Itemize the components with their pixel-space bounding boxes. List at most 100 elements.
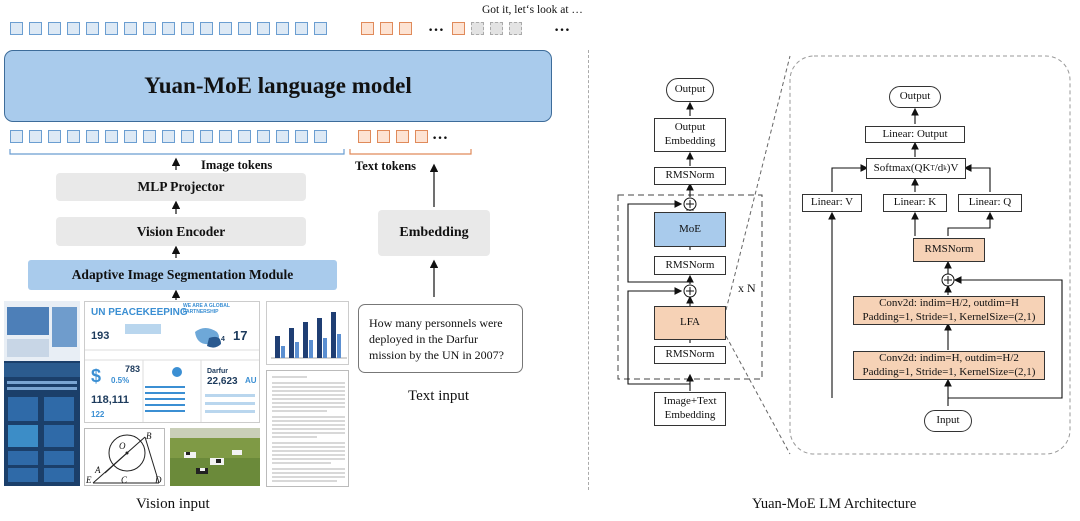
image-token [105,22,118,35]
image-token [314,130,327,143]
rmsnorm-final: RMSNorm [654,167,726,185]
image-token [200,22,213,35]
photo-image [170,428,260,486]
architecture-caption: Yuan-MoE LM Architecture [752,496,917,512]
image-token [124,22,137,35]
infographic-stat-f: 122 [91,410,105,419]
generated-token [509,22,522,35]
image-token [143,130,156,143]
image-token [48,22,61,35]
lfa-block: LFA [654,306,726,340]
image-token [86,22,99,35]
softmax-prefix: Softmax(QK [873,161,931,174]
vision-encoder-block: Vision Encoder [56,217,306,246]
infographic-thumbnail: UN PEACEKEEPING WE ARE A GLOBAL PARTNERS… [84,301,260,423]
infographic-stat-g: 4 [221,336,225,343]
infographic-stat-a: 193 [91,330,110,342]
image-token [219,130,232,143]
image-token [48,130,61,143]
text-token [358,130,371,143]
image-token [295,130,308,143]
output-embedding-block: Output Embedding [654,118,726,152]
output-text-token-row [361,22,412,35]
text-token [361,22,374,35]
image-token [162,130,175,143]
input-embedding-block: Image+Text Embedding [654,392,726,426]
image-token [181,22,194,35]
conv2-block: Conv2d: indim=H/2, outdim=H Padding=1, S… [853,296,1045,325]
embedding-block: Embedding [378,210,490,256]
text-tokens-label: Text tokens [355,159,417,173]
image-token [10,22,23,35]
image-token [257,22,270,35]
text-token [399,22,412,35]
screenshot-image [4,301,80,482]
text-token [377,130,390,143]
image-token [295,22,308,35]
repeat-label: x N [738,281,756,295]
input-text-token-row [358,130,428,143]
output-token-row [10,22,327,35]
image-token [219,22,232,35]
generated-token-row [452,22,522,35]
image-token [124,130,137,143]
vision-input-caption: Vision input [136,496,210,512]
ellipsis: … [432,126,449,143]
photo-thumbnail [170,428,260,486]
image-tokens-label: Image tokens [201,158,273,172]
detail-input-node: Input [924,410,972,432]
conv1-line1: Conv2d: indim=H, outdim=H/2 [879,351,1019,364]
lm-output-arrows [9,149,472,300]
text-token [452,22,465,35]
conv2-line1: Conv2d: indim=H/2, outdim=H [879,296,1019,309]
infographic-stat-h: 22,623 [207,376,238,387]
image-token [314,22,327,35]
image-token [200,130,213,143]
image-token [29,22,42,35]
image-token [10,130,23,143]
generated-text: Got it, let‘s look at … [482,4,583,16]
generated-token [490,22,503,35]
bar-chart-thumbnail [266,301,349,365]
detail-output-node: Output [889,86,941,108]
infographic-tag: AU [245,376,257,385]
rmsnorm-moe: RMSNorm [654,256,726,275]
image-token [86,130,99,143]
infographic-stat-d: 0.5% [111,376,130,385]
infographic-title: UN PEACEKEEPING [91,307,188,318]
infographic-stat-b: 17 [233,328,248,343]
image-token [238,130,251,143]
text-token [396,130,409,143]
ellipsis: … [428,18,445,35]
image-token [67,130,80,143]
image-token [105,130,118,143]
image-token [276,22,289,35]
ellipsis: … [554,18,571,35]
conv2-line2: Padding=1, Stride=1, KernelSize=(2,1) [862,310,1036,323]
image-token [67,22,80,35]
infographic-graphics: $ [85,324,259,422]
image-token [29,130,42,143]
bar-chart-image [271,312,347,359]
image-token [143,22,156,35]
document-thumbnail [266,370,349,487]
image-token [238,22,251,35]
image-token [276,130,289,143]
text-input-box: How many personnels were deployed in the… [358,304,523,373]
infographic-banner: WE ARE A GLOBAL PARTNERSHIP [183,303,230,315]
softmax-suffix: )V [946,161,959,174]
document-image [272,376,345,482]
rmsnorm-lfa: RMSNorm [654,346,726,364]
moe-block: MoE [654,212,726,247]
geometry-label-d: D [155,475,162,485]
detail-rmsnorm-block: RMSNorm [913,238,985,262]
softmax-mid: /d [934,161,944,174]
screenshot-thumbnail [4,301,80,486]
geometry-label-o: O [119,441,126,451]
softmax-sup: T [930,164,935,173]
segmentation-module-block: Adaptive Image Segmentation Module [28,260,337,290]
input-token-row [10,130,327,143]
infographic-stat-e: 118,111 [91,394,129,406]
